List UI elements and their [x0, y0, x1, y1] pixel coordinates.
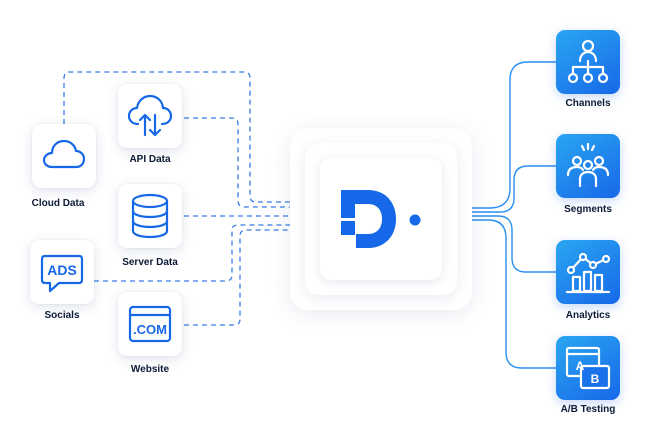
dest-card-analytics[interactable]: [556, 240, 620, 304]
source-label-server: Server Data: [122, 257, 178, 268]
bar-line-chart-icon: [565, 252, 611, 294]
source-label-website: Website: [130, 364, 170, 375]
dest-card-channels[interactable]: [556, 30, 620, 94]
connector-ab: [444, 219, 556, 369]
source-label-socials: Socials: [44, 310, 80, 321]
dest-label-segments: Segments: [564, 204, 612, 215]
svg-text:.COM: .COM: [133, 322, 167, 337]
cloud-upload-download-icon: [127, 94, 173, 137]
connector-website: [184, 229, 318, 326]
dest-card-segments[interactable]: [556, 134, 620, 198]
hub-logo-card: [320, 158, 442, 280]
connector-channels: [444, 61, 556, 209]
connector-socials: [94, 224, 318, 282]
people-group-icon: [566, 142, 610, 188]
connector-segments: [444, 165, 556, 213]
connector-cloud: [63, 71, 318, 203]
source-card-cloud[interactable]: [32, 124, 96, 188]
svg-text:ADS: ADS: [47, 262, 77, 278]
source-card-website[interactable]: .COM: [118, 292, 182, 356]
svg-text:A: A: [576, 359, 585, 373]
dest-label-analytics: Analytics: [565, 310, 611, 321]
dotcom-browser-icon: .COM: [128, 305, 172, 343]
source-card-api[interactable]: [118, 84, 182, 148]
source-connectors: [63, 71, 318, 326]
database-icon: [131, 193, 169, 239]
destination-connectors: [444, 61, 556, 369]
connector-analytics: [444, 215, 556, 273]
dest-label-channels: Channels: [565, 98, 611, 109]
cloud-icon: [42, 139, 86, 169]
d-logo-icon: [341, 190, 421, 248]
source-card-socials[interactable]: ADS: [30, 240, 94, 304]
ads-icon: ADS: [40, 254, 84, 293]
dest-label-ab: A/B Testing: [560, 404, 616, 415]
dest-card-ab[interactable]: A B: [556, 336, 620, 400]
svg-text:B: B: [591, 372, 600, 386]
source-card-server[interactable]: [118, 184, 182, 248]
ab-test-icon: A B: [565, 346, 611, 390]
source-label-cloud: Cloud Data: [31, 198, 85, 209]
source-label-api: API Data: [129, 154, 171, 165]
org-hierarchy-icon: [567, 39, 609, 84]
